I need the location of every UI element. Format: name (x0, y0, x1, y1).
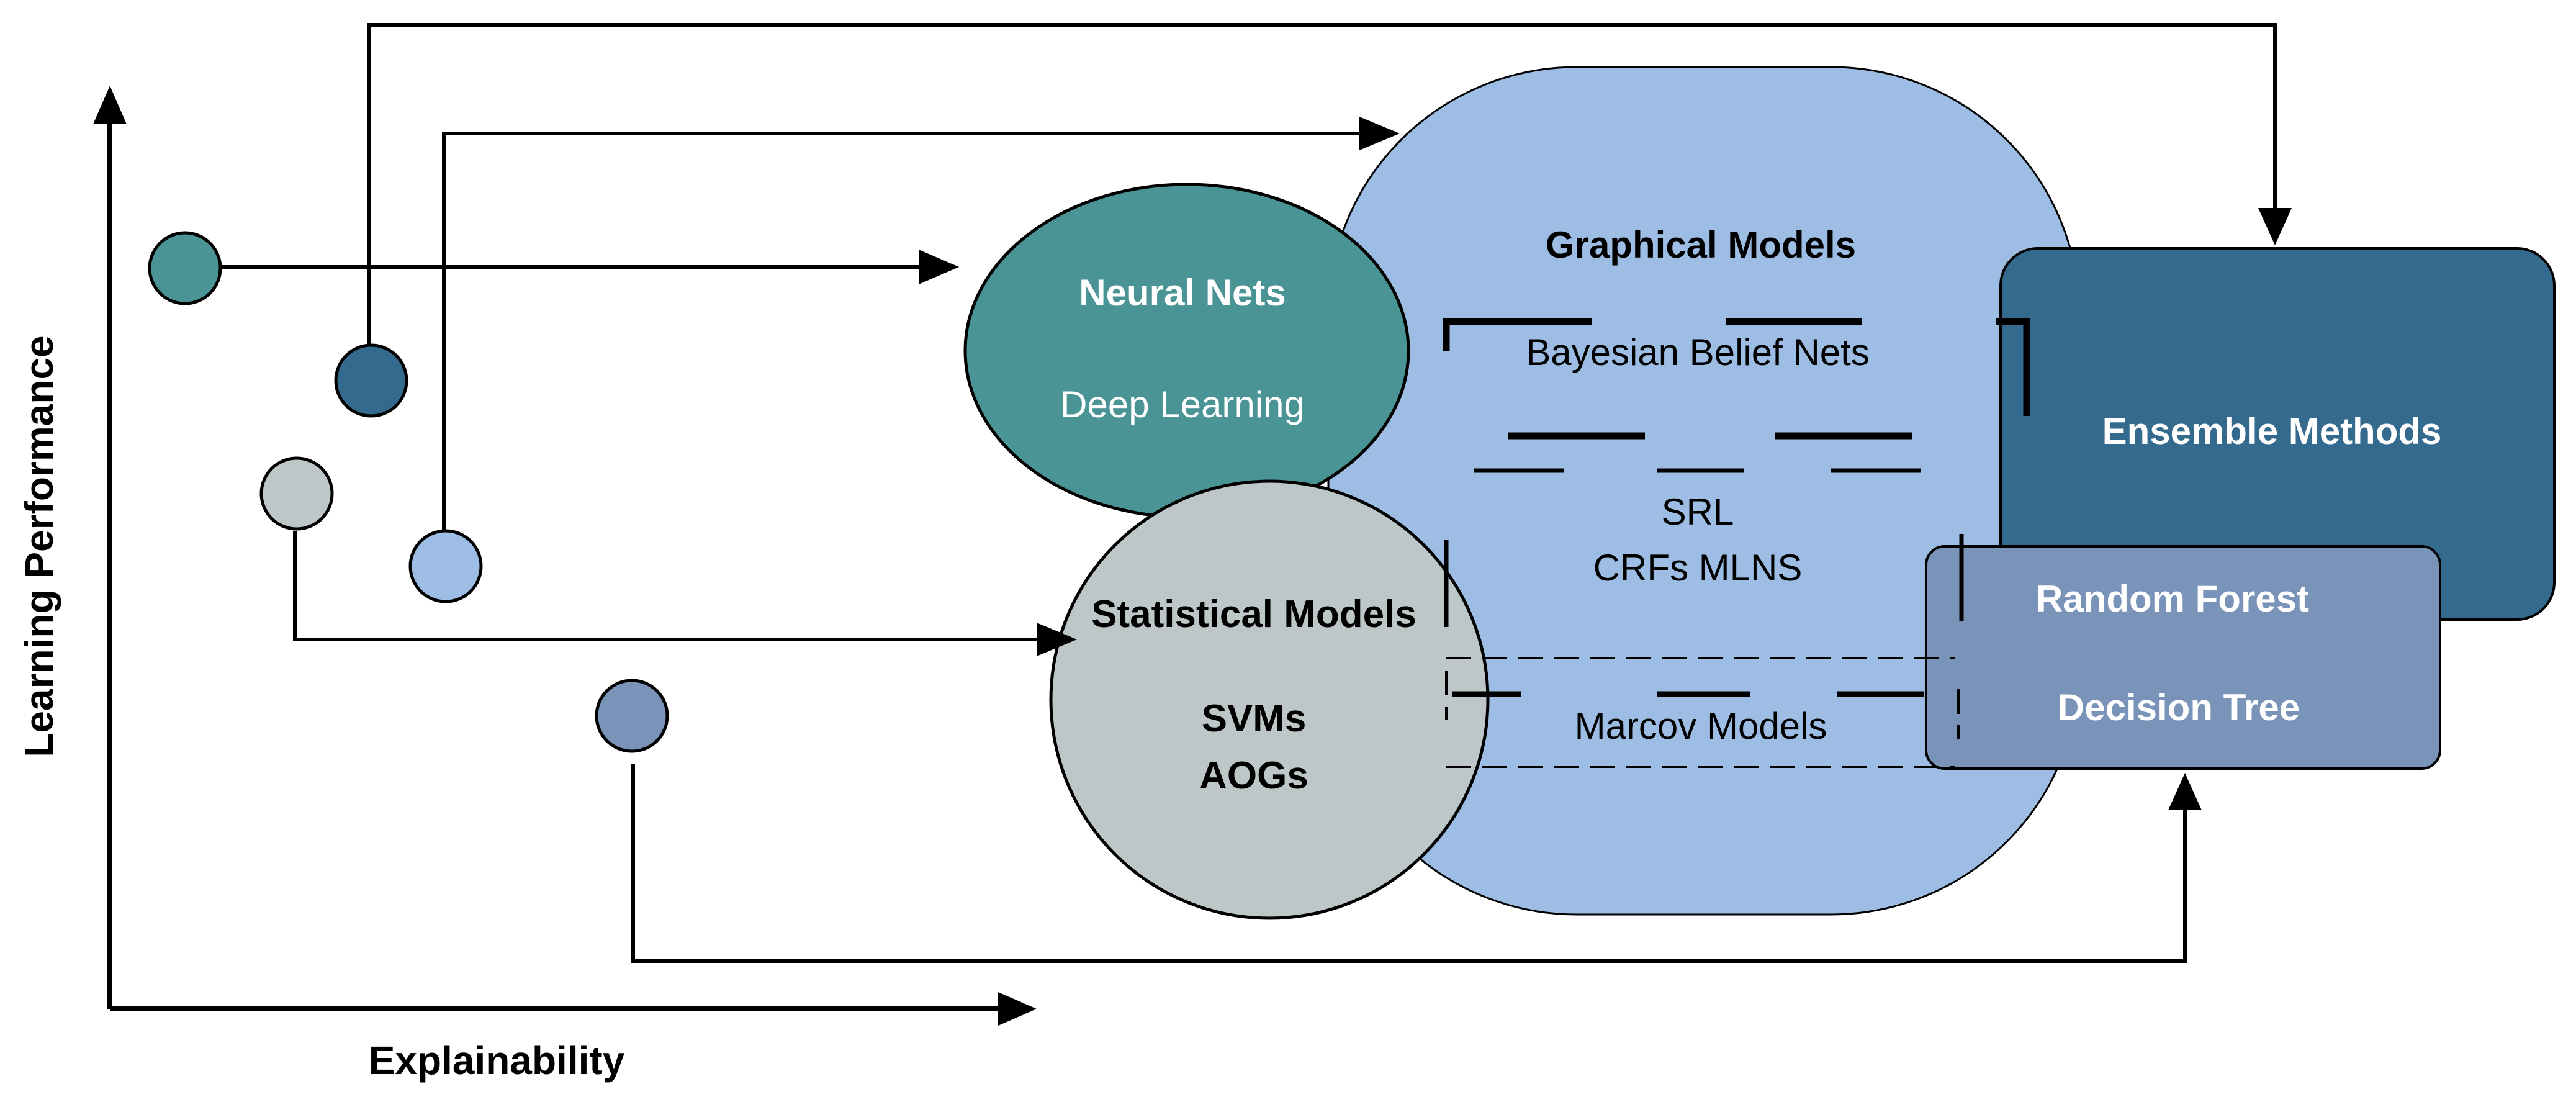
connector-arrowheads (919, 117, 2292, 810)
statistical-models-item-svms: SVMs (1202, 697, 1307, 740)
ensemble-methods-title: Ensemble Methods (2102, 410, 2442, 452)
graphical-models-item-srl: SRL (1662, 491, 1734, 533)
neural-nets-marker[interactable] (148, 231, 222, 305)
statistical-models-item-aogs: AOGs (1199, 754, 1308, 797)
arrowhead-graphical (1359, 117, 1400, 150)
connector-graphical (442, 132, 1375, 546)
ensemble-methods-marker[interactable] (334, 343, 408, 418)
markers (148, 231, 669, 753)
axes (93, 86, 1037, 1026)
neural-nets-subtitle: Deep Learning (1060, 384, 1305, 425)
random-forest-title: Random Forest (2036, 578, 2309, 620)
statistical-models-shape[interactable] (1049, 479, 1490, 920)
y-axis-arrowhead (93, 86, 127, 124)
arrowhead-neural (919, 250, 959, 284)
random-forest-subtitle: Decision Tree (2058, 687, 2300, 728)
graphical-models-title: Graphical Models (1546, 224, 1856, 266)
graphical-models-item-marcov: Marcov Models (1575, 705, 1827, 747)
statistical-models-marker[interactable] (259, 456, 334, 531)
y-axis-label: Learning Performance (17, 335, 61, 757)
x-axis-label: Explainability (369, 1038, 625, 1083)
connector-statistical (293, 531, 1055, 641)
graphical-models-item-bayesian: Bayesian Belief Nets (1526, 332, 1870, 373)
arrowhead-ensemble (2258, 208, 2292, 245)
neural-nets-title: Neural Nets (1079, 272, 1286, 314)
random-forest-marker[interactable] (595, 679, 669, 753)
neural-nets-shape[interactable] (963, 183, 1410, 519)
graphical-model-dashes (1443, 318, 2030, 768)
connector-ensemble (367, 23, 2277, 366)
connector-random-forest (631, 764, 2187, 963)
labels: Explainability Learning Performance Neur… (17, 224, 2441, 1083)
arrowhead-random-forest (2168, 773, 2202, 810)
graphical-models-marker[interactable] (408, 529, 483, 603)
graphical-models-item-crfs: CRFs MLNS (1593, 547, 1803, 589)
statistical-models-title: Statistical Models (1091, 593, 1416, 636)
arrowhead-statistical (1037, 623, 1077, 656)
connectors (214, 23, 2277, 963)
x-axis-arrowhead (998, 992, 1037, 1026)
